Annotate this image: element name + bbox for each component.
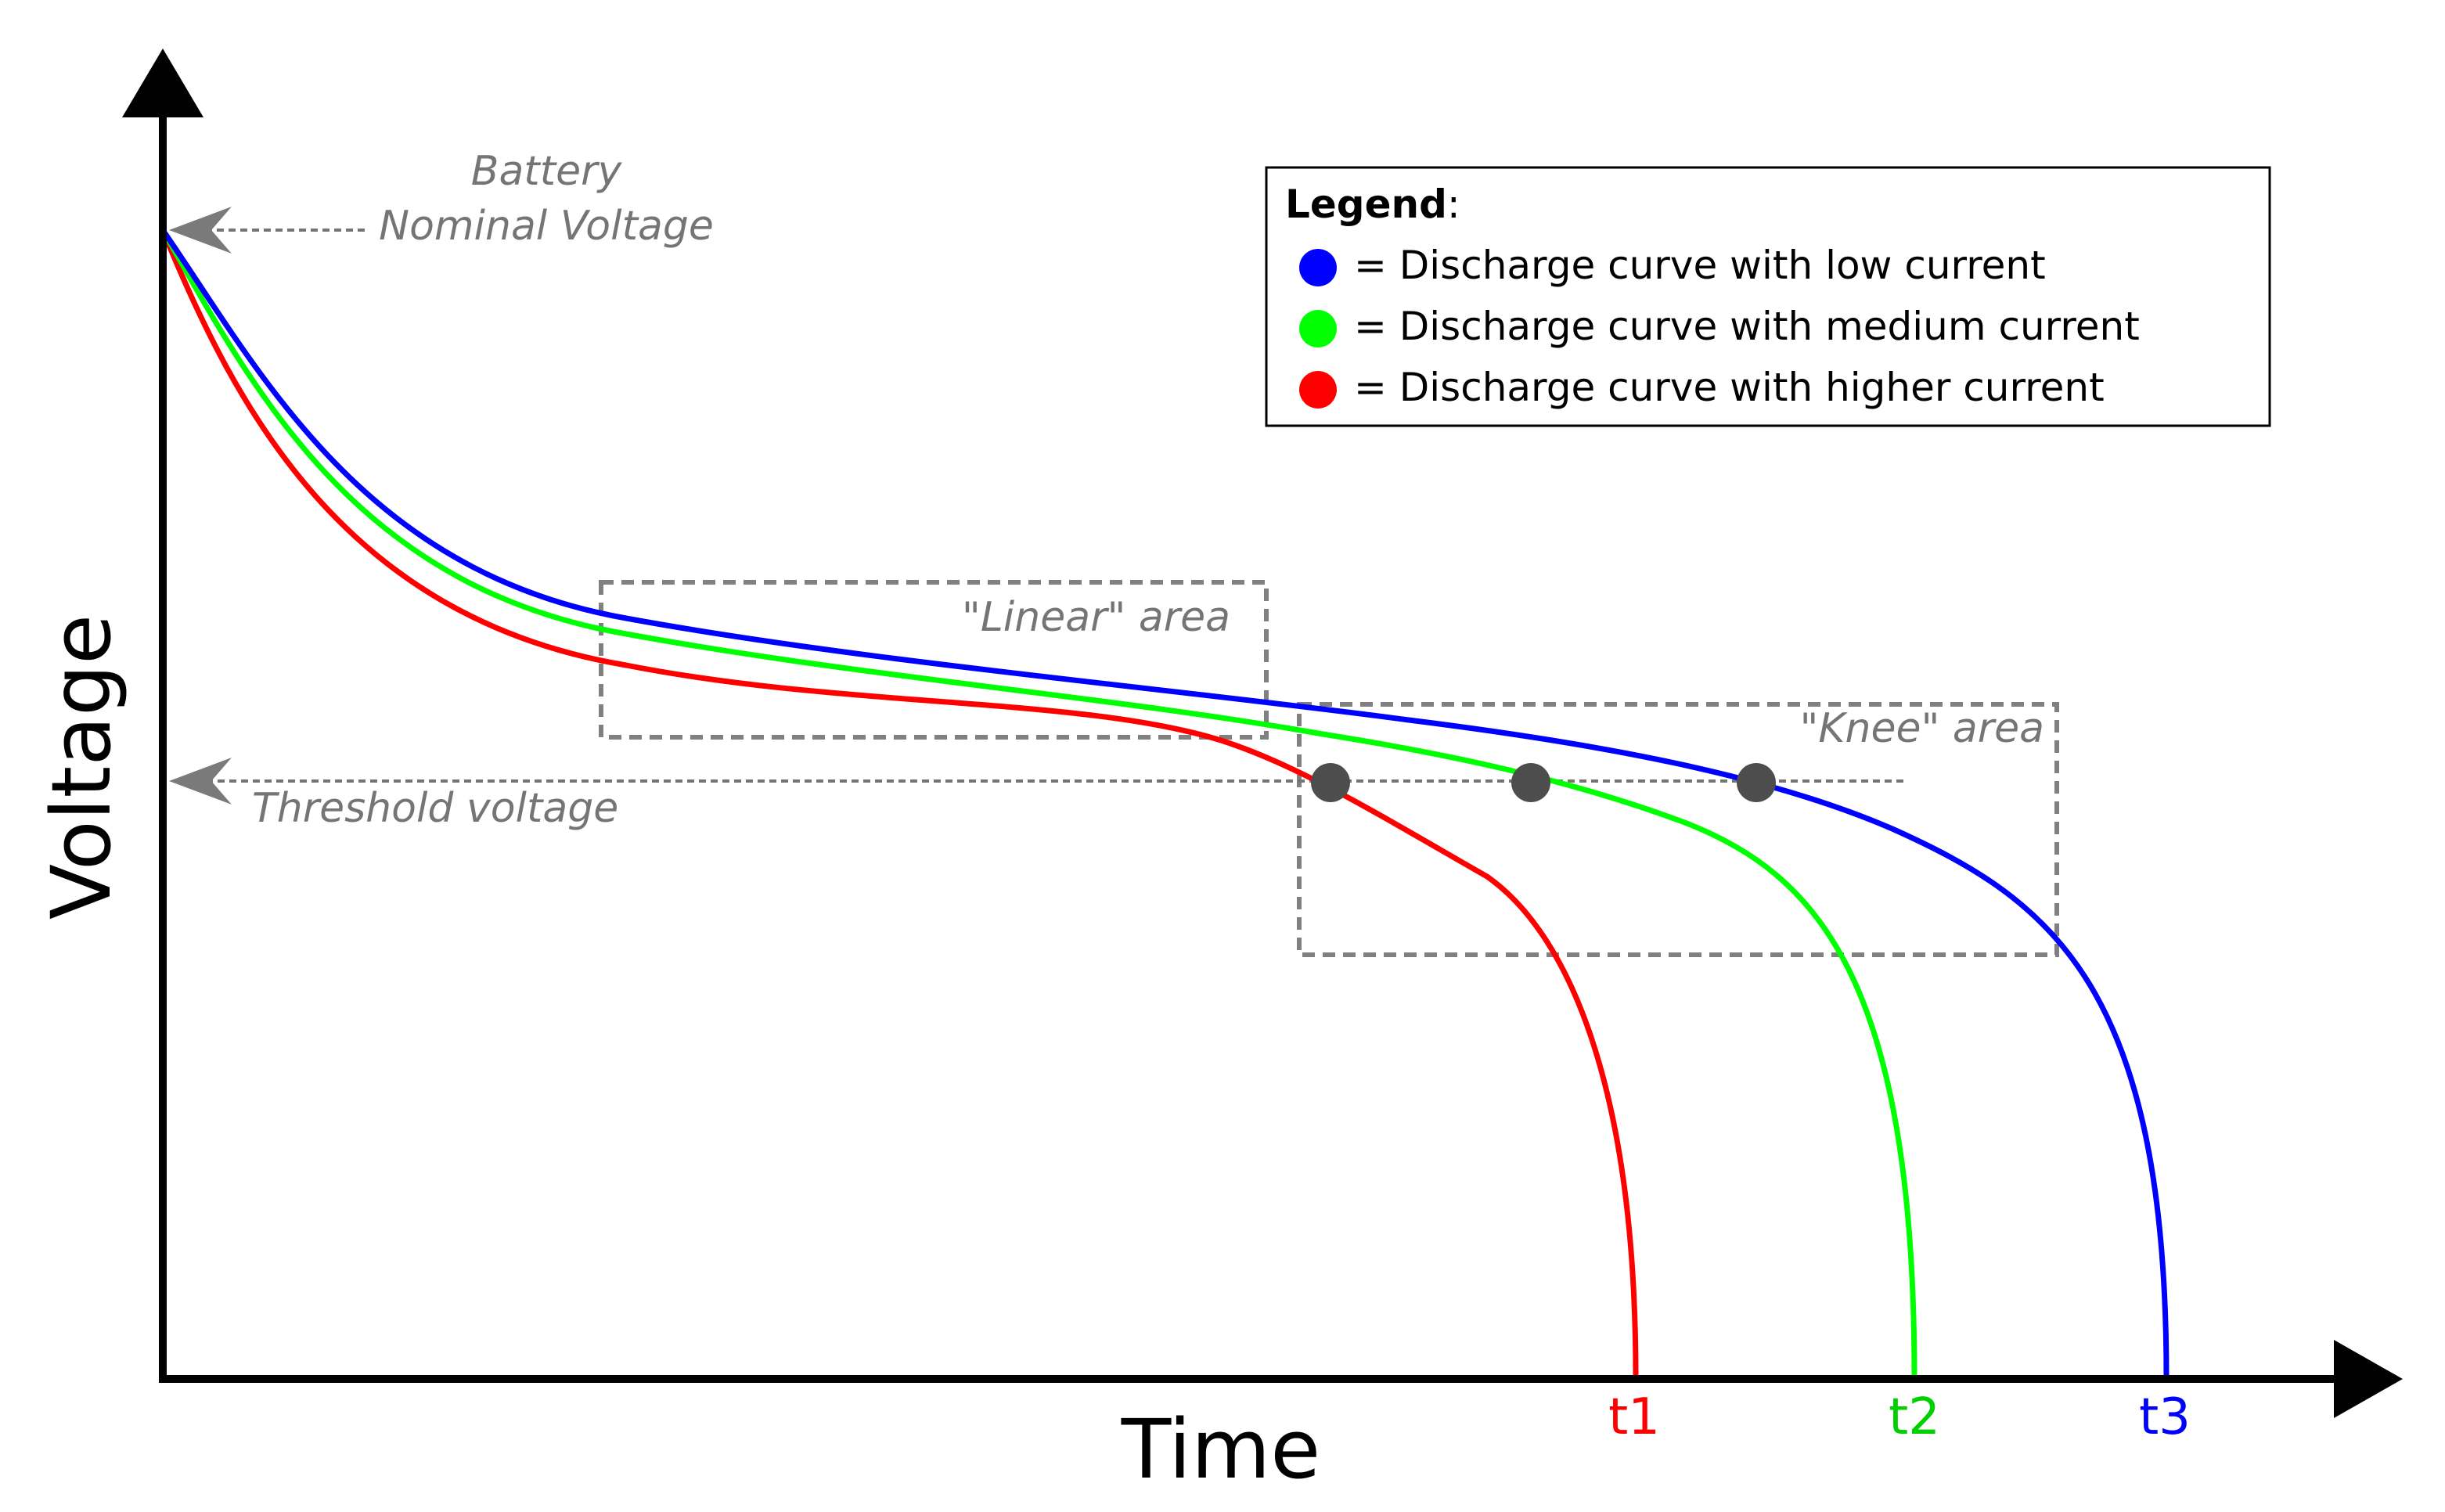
knee-area-box <box>1297 702 2059 957</box>
knee-point-high-current <box>1311 763 1350 802</box>
nominal-voltage-label-line1: Battery <box>471 148 623 195</box>
x-axis-title: Time <box>1121 1402 1321 1497</box>
threshold-voltage-arrowhead <box>169 758 232 805</box>
y-axis-arrowhead <box>122 49 203 117</box>
curve-low-current <box>160 227 2170 1381</box>
legend-item-medium-current: = Discharge curve with medium current <box>1354 304 2140 349</box>
curve-medium-current <box>160 227 1917 1381</box>
legend-swatch-medium-current <box>1299 310 1337 347</box>
x-axis-arrowhead <box>2334 1340 2403 1418</box>
nominal-voltage-label-line2: Nominal Voltage <box>379 203 714 250</box>
knee-point-low-current <box>1737 763 1776 802</box>
time-marker-t3: t3 <box>2139 1388 2191 1446</box>
legend-item-high-current: = Discharge curve with higher current <box>1354 365 2105 410</box>
curve-high-current <box>160 227 1639 1381</box>
y-axis-title: Voltage <box>34 614 129 920</box>
knee-point-medium-current <box>1511 763 1550 802</box>
legend-swatch-high-current <box>1299 371 1337 409</box>
legend-title: Legend: <box>1285 182 1460 227</box>
linear-area-box <box>599 580 1269 740</box>
knee-area-label: "Knee" area <box>1799 705 2044 752</box>
legend-item-low-current: = Discharge curve with low current <box>1354 243 2046 288</box>
time-marker-t2: t2 <box>1889 1388 1940 1446</box>
legend-swatch-low-current <box>1299 249 1337 286</box>
nominal-voltage-arrowhead <box>169 207 232 254</box>
linear-area-label: "Linear" area <box>962 594 1230 641</box>
legend: Legend: = Discharge curve with low curre… <box>1265 166 2271 427</box>
threshold-voltage-label: Threshold voltage <box>252 785 618 832</box>
legend-box <box>1265 166 2271 427</box>
time-marker-t1: t1 <box>1608 1388 1660 1446</box>
